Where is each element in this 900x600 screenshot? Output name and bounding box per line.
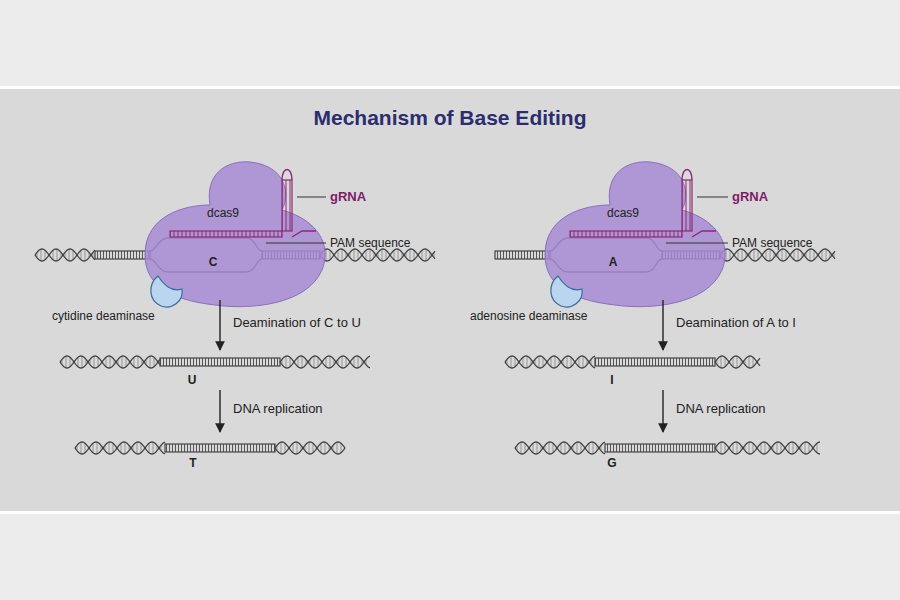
- base-letter: T: [189, 456, 196, 470]
- step-label: Deamination of A to I: [676, 315, 796, 331]
- dna-state: U: [60, 350, 370, 390]
- deaminase-shape: [551, 276, 582, 307]
- diagram-title: Mechanism of Base Editing: [0, 105, 900, 131]
- step-label: DNA replication: [233, 401, 323, 417]
- enzyme-label: adenosine deaminase: [470, 309, 587, 323]
- grna-hairpin: [570, 170, 716, 238]
- process-arrow: [219, 300, 220, 350]
- process-arrow: [662, 300, 663, 350]
- process-arrow: [662, 390, 663, 432]
- pam-label: PAM sequence: [330, 236, 411, 250]
- grna-label: gRNA: [732, 190, 768, 204]
- base-letter: G: [607, 456, 616, 470]
- enzyme-label: cytidine deaminase: [52, 309, 155, 323]
- grna-label: gRNA: [330, 190, 366, 204]
- editor-complex: [145, 162, 325, 307]
- base-letter: U: [188, 373, 197, 387]
- base-letter: I: [610, 373, 613, 387]
- dna-state: I: [505, 350, 760, 390]
- dna-state: G: [515, 432, 820, 472]
- base-letter: A: [609, 255, 618, 269]
- protein-label: dcas9: [607, 206, 639, 220]
- dna-strand: [515, 442, 820, 454]
- dna-strand: [75, 442, 345, 454]
- base-letter: C: [209, 255, 218, 269]
- editor-complex: [545, 162, 725, 307]
- dcas9-blob: [145, 162, 325, 307]
- step-label: Deamination of C to U: [233, 315, 361, 331]
- protein-label: dcas9: [207, 206, 239, 220]
- dna-state: C: [35, 160, 440, 300]
- grna-hairpin: [170, 170, 316, 238]
- deaminase-shape: [151, 276, 182, 307]
- dna-strand: [60, 356, 370, 368]
- process-arrow: [219, 390, 220, 432]
- dna-state: A: [440, 160, 840, 300]
- dna-state: T: [75, 432, 345, 472]
- dcas9-blob: [545, 162, 725, 307]
- dna-strand: [505, 356, 760, 368]
- step-label: DNA replication: [676, 401, 766, 417]
- pam-label: PAM sequence: [732, 236, 813, 250]
